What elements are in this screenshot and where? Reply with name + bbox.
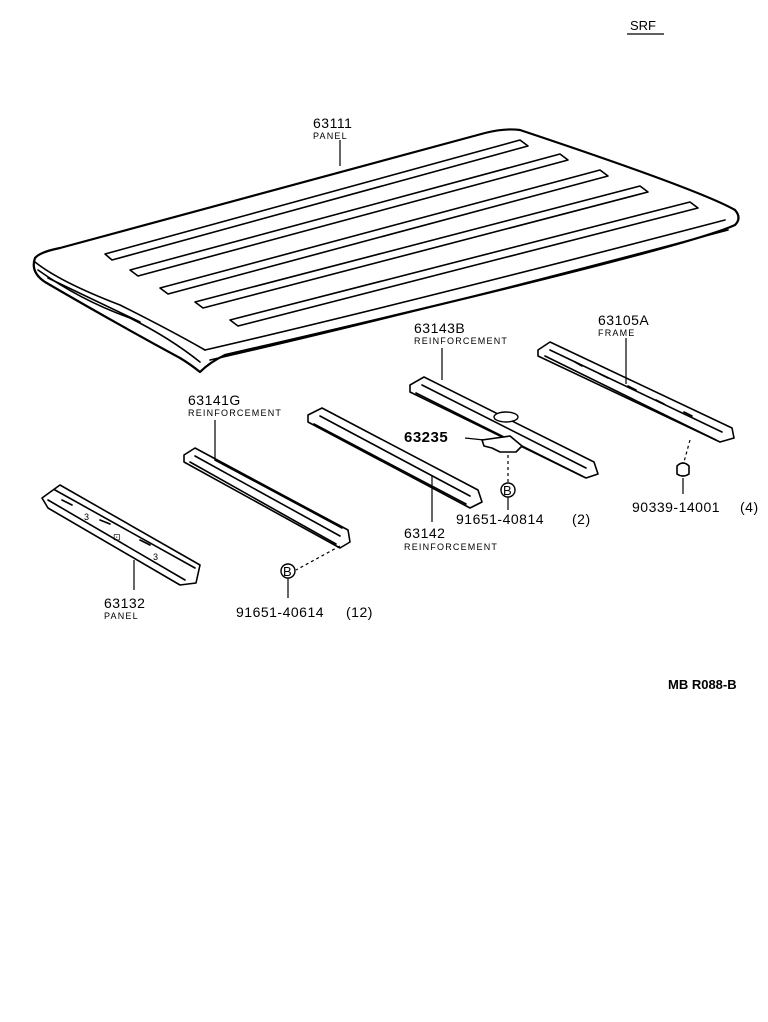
part-qty-91651-40814: (2) [572, 511, 591, 527]
bolt-91651-40614-label: 91651-40614 (12) [236, 604, 373, 620]
part-name-panel-rear: PANEL [104, 611, 139, 621]
part-qty-90339-14001: (4) [740, 499, 759, 515]
roof-panel[interactable] [32, 128, 740, 374]
part-name-frame: FRAME [598, 328, 636, 338]
svg-text:3: 3 [153, 552, 159, 562]
frame-label: 63105A FRAME [598, 312, 649, 338]
part-name-reinforcement-141: REINFORCEMENT [188, 408, 282, 418]
rear-panel-label: 63132 PANEL [104, 595, 145, 621]
illustration-code: MB R088-B [668, 677, 737, 692]
frame-63105a[interactable] [537, 338, 735, 443]
part-number-63235: 63235 [404, 429, 448, 446]
bolt-91651-40814-label: 91651-40814 (2) [456, 511, 591, 527]
part-number-63141g: 63141G [188, 392, 241, 408]
model-code-text: SRF [630, 18, 656, 33]
bolt-91651-40814[interactable]: B [500, 455, 516, 510]
model-code: SRF [627, 18, 664, 35]
svg-text:⊡: ⊡ [113, 532, 122, 542]
nut-label: 90339-14001 (4) [632, 499, 759, 515]
bracket-63235[interactable] [464, 435, 523, 453]
svg-text:3: 3 [84, 512, 90, 522]
part-name-panel-roof: PANEL [313, 131, 348, 141]
rear-panel[interactable]: 3 ⊡ 3 [41, 484, 201, 590]
reinforcement-63141g-label: 63141G REINFORCEMENT [188, 392, 282, 418]
bolt-91651-40614[interactable]: B [280, 545, 341, 598]
reinforcement-63142-label: 63142 REINFORCEMENT [404, 525, 498, 552]
reinforcement-63143b[interactable] [409, 348, 599, 479]
part-number-91651-40814: 91651-40814 [456, 511, 544, 527]
part-number-91651-40614: 91651-40614 [236, 604, 324, 620]
part-number-90339-14001: 90339-14001 [632, 499, 720, 515]
part-number-63105a: 63105A [598, 312, 649, 328]
part-number-63142: 63142 [404, 525, 445, 541]
bolt-marker-b-40614: B [283, 564, 292, 579]
reinforcement-63141g[interactable] [183, 420, 351, 549]
roof-panel-label: 63111 PANEL [313, 115, 352, 141]
bolt-marker-b-40814: B [503, 483, 512, 498]
part-name-reinforcement-143: REINFORCEMENT [414, 336, 508, 346]
reinforcement-63143b-label: 63143B REINFORCEMENT [414, 320, 508, 346]
part-number-63111: 63111 [313, 115, 352, 131]
part-number-63143b: 63143B [414, 320, 465, 336]
bracket-label: 63235 [404, 429, 448, 446]
part-number-63132: 63132 [104, 595, 145, 611]
part-qty-91651-40614: (12) [346, 604, 373, 620]
reinforcement-63142[interactable] [307, 407, 483, 522]
nut-90339-14001[interactable] [676, 439, 691, 494]
part-name-reinforcement-142: REINFORCEMENT [404, 542, 498, 552]
